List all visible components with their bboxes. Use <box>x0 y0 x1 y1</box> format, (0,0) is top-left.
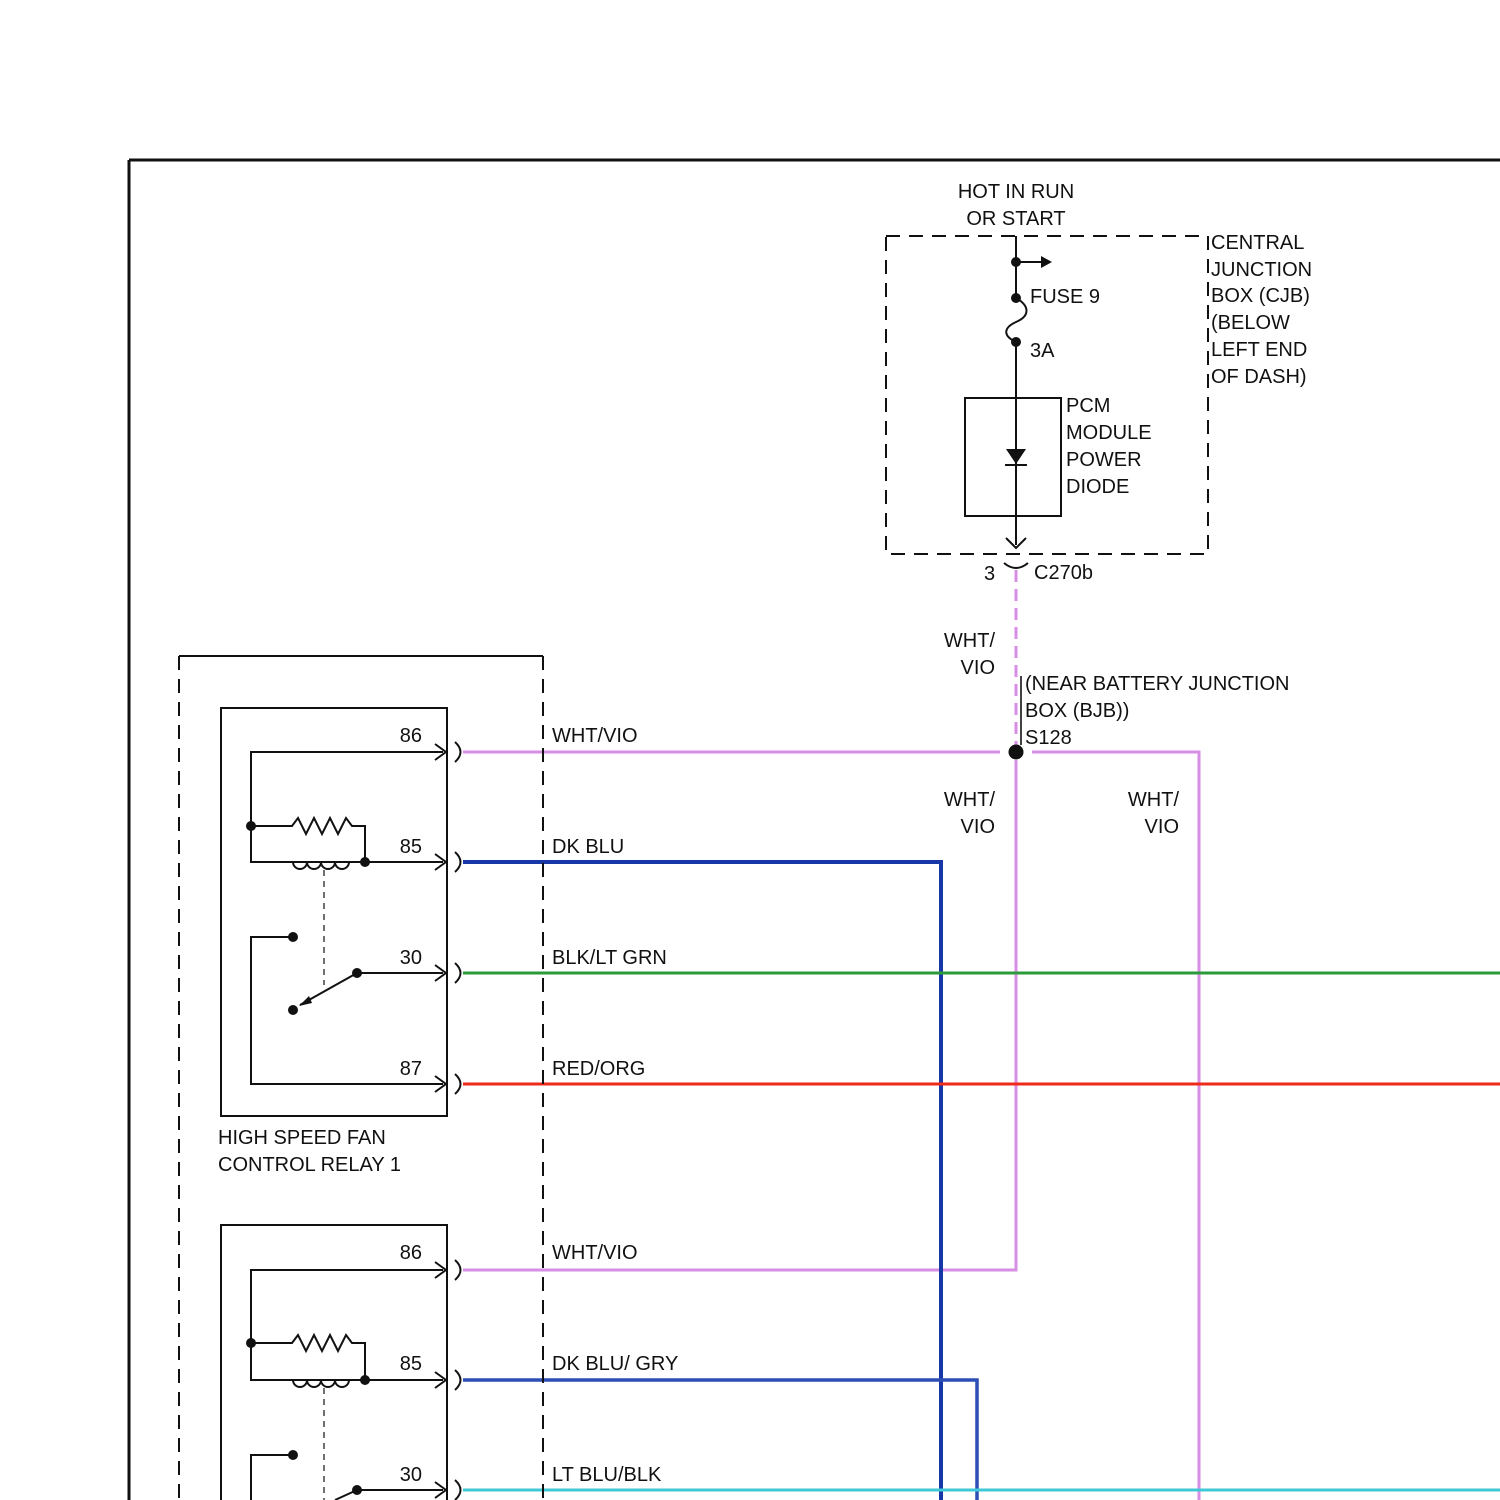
cjb-label-line-3: BOX (CJB) <box>1211 285 1310 307</box>
relay2-pin-30: 30 <box>400 1464 422 1486</box>
diode-icon <box>1006 449 1026 464</box>
diode-label-line-3: POWER <box>1066 449 1142 471</box>
fuse-rating: 3A <box>1030 340 1055 362</box>
relay1-pin-30: 30 <box>400 947 422 969</box>
relay2-pin-85: 85 <box>400 1353 422 1375</box>
relay1-wire-30: BLK/LT GRN <box>552 947 667 969</box>
wire-label-right-1: WHT/ <box>1128 789 1180 811</box>
relay1-pin-86: 86 <box>400 725 422 747</box>
wire-dk-blu-gry-relay2-85 <box>463 1380 977 1500</box>
connector-name: C270b <box>1034 562 1093 584</box>
relay1-wire-87: RED/ORG <box>552 1058 645 1080</box>
wire-dk-blu-relay1-85 <box>463 862 941 1500</box>
relay1-wire-86: WHT/VIO <box>552 725 638 747</box>
splice-location-line-2: BOX (BJB)) <box>1025 700 1129 722</box>
pcm-module-power-diode <box>965 398 1061 516</box>
wire-wht-vio-splice-to-relay2 <box>463 760 1016 1270</box>
diagram-frame <box>129 160 1500 1500</box>
or-start-label: OR START <box>966 208 1065 230</box>
high-speed-fan-control-relay-1: 86 85 30 87 WHT/VIO DK BLU BLK/LT GRN RE… <box>218 708 667 1176</box>
cjb-label-line-4: (BELOW <box>1211 312 1290 334</box>
fuse-9-icon <box>1006 293 1026 347</box>
cjb-label-line-1: CENTRAL <box>1211 232 1304 254</box>
relay1-wire-85: DK BLU <box>552 836 624 858</box>
relay1-coil-icon <box>293 862 349 869</box>
wire-label-left-1: WHT/ <box>944 789 996 811</box>
relay2-pin-86: 86 <box>400 1242 422 1264</box>
splice-name: S128 <box>1025 727 1072 749</box>
wire-wht-vio-splice-right <box>1032 752 1199 1500</box>
relay1-name-line-1: HIGH SPEED FAN <box>218 1127 386 1149</box>
diode-label-line-4: DIODE <box>1066 476 1129 498</box>
connector-pin: 3 <box>984 563 995 585</box>
fuse-name: FUSE 9 <box>1030 286 1100 308</box>
relay2-coil-icon <box>293 1380 349 1387</box>
cjb-label-line-2: JUNCTION <box>1211 259 1312 281</box>
relay1-pin-87: 87 <box>400 1058 422 1080</box>
relay1-resistor-icon <box>251 818 365 862</box>
cjb-label-line-6: OF DASH) <box>1211 366 1307 388</box>
relay-housing <box>179 656 543 1500</box>
diode-label-line-2: MODULE <box>1066 422 1152 444</box>
relay2-wire-30: LT BLU/BLK <box>552 1464 662 1486</box>
wire-label-upper-2: VIO <box>961 657 995 679</box>
cjb-label-line-5: LEFT END <box>1211 339 1307 361</box>
relay-2: 86 85 30 WHT/VIO DK BLU/ GRY LT BLU/BLK <box>221 1225 678 1500</box>
relay2-resistor-icon <box>251 1335 365 1380</box>
relay1-name-line-2: CONTROL RELAY 1 <box>218 1154 401 1176</box>
connector-c270b: 3 C270b <box>984 562 1093 585</box>
splice-location-line-1: (NEAR BATTERY JUNCTION <box>1025 673 1289 695</box>
relay2-wire-86: WHT/VIO <box>552 1242 638 1264</box>
wire-label-right-2: VIO <box>1145 816 1179 838</box>
central-junction-box: HOT IN RUN OR START CENTRAL JUNCTION BOX… <box>886 181 1312 554</box>
wire-label-left-2: VIO <box>961 816 995 838</box>
relay1-pin-85: 85 <box>400 836 422 858</box>
hot-in-run-label: HOT IN RUN <box>958 181 1074 203</box>
diode-label-line-1: PCM <box>1066 395 1110 417</box>
wire-label-upper-1: WHT/ <box>944 630 996 652</box>
splice-s128 <box>1009 745 1024 760</box>
relay2-wire-85: DK BLU/ GRY <box>552 1353 678 1375</box>
